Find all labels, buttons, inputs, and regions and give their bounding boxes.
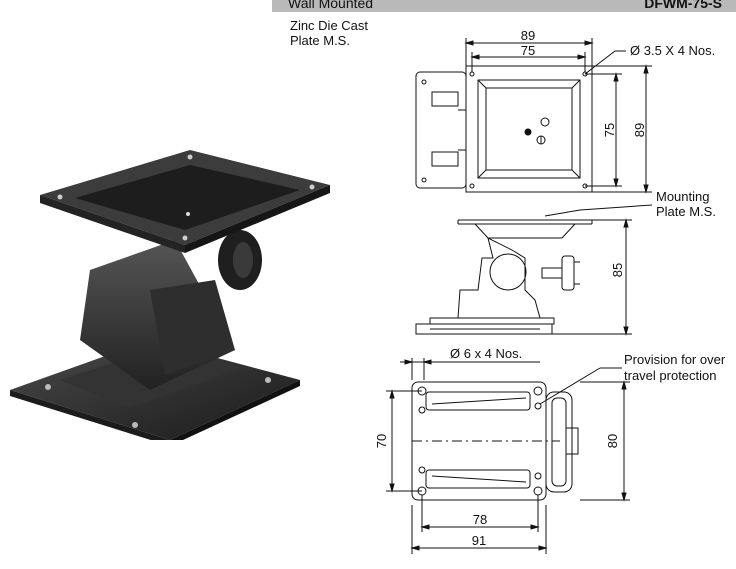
side-mounting-label-2: Plate M.S. bbox=[656, 204, 716, 219]
base-view bbox=[386, 358, 630, 554]
side-dim-height: 85 bbox=[610, 263, 625, 277]
material-line-1: Zinc Die Cast bbox=[290, 18, 369, 33]
top-dim-outer-height: 89 bbox=[632, 123, 647, 137]
base-dim-right-height: 80 bbox=[605, 434, 620, 448]
base-dim-inner-width: 78 bbox=[473, 512, 487, 527]
side-view bbox=[415, 204, 653, 336]
base-provision-label-1: Provision for over bbox=[624, 352, 726, 367]
base-hole-callout: Ø 6 x 4 Nos. bbox=[450, 346, 522, 361]
top-dim-inner-height: 75 bbox=[602, 123, 617, 137]
base-dim-outer-width: 91 bbox=[472, 533, 486, 548]
model-number: DFWM-75-S bbox=[644, 0, 722, 11]
page-title: Wall Mounted bbox=[288, 0, 374, 11]
side-mounting-label-1: Mounting bbox=[656, 189, 709, 204]
base-dim-left-height: 70 bbox=[374, 434, 389, 448]
top-hole-callout: Ø 3.5 X 4 Nos. bbox=[630, 43, 715, 58]
top-view bbox=[415, 38, 652, 194]
base-provision-label-2: travel protection bbox=[624, 368, 717, 383]
product-photo bbox=[10, 150, 330, 440]
material-line-2: Plate M.S. bbox=[290, 33, 350, 48]
top-dim-inner-width: 75 bbox=[521, 43, 535, 58]
header-bar: Wall Mounted DFWM-75-S bbox=[272, 0, 736, 12]
top-dim-outer-width: 89 bbox=[521, 28, 535, 43]
